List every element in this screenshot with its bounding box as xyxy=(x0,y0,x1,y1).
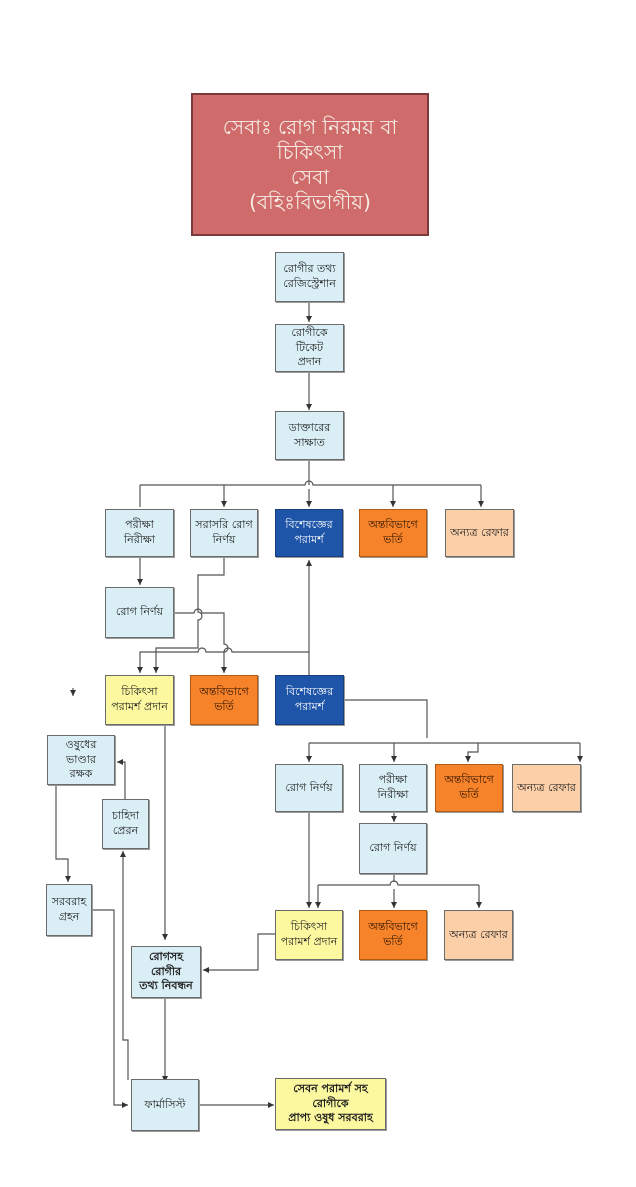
connector-diag1-admit2 xyxy=(172,608,229,673)
node-label: সেবন পরামর্শ সহ রোগীকে প্রাপ্য ওষুধ সরবর… xyxy=(288,1081,373,1125)
node-dispense-medicine[interactable]: সেবন পরামর্শ সহ রোগীকে প্রাপ্য ওষুধ সরবর… xyxy=(275,1078,386,1130)
node-label: ফার্মাসিস্ট xyxy=(144,1097,186,1111)
node-treatment-advice-1[interactable]: চিকিৎসা পরামর্শ প্রদান xyxy=(105,675,174,725)
node-label: ডাক্তারের সাক্ষাত xyxy=(288,420,331,449)
node-label: পরীক্ষা নিরীক্ষা xyxy=(377,773,409,801)
node-diagnosis-3[interactable]: রোগ নির্ণয় xyxy=(359,823,427,874)
node-treatment-advice-2[interactable]: চিকিৎসা পরামর্শ প্রদান xyxy=(275,910,343,960)
node-label: চিকিৎসা পরামর্শ প্রদান xyxy=(280,920,338,948)
node-label: অন্তবিভাগে ভর্তি xyxy=(368,920,418,948)
node-medicine-store-keeper[interactable]: ওষুধের ভাণ্ডার রক্ষক xyxy=(47,735,115,785)
node-label: রোগীকে টিকেট প্রদান xyxy=(291,325,328,369)
node-record-patient-info[interactable]: রোগসহ রোগীর তথ্য নিবন্ধন xyxy=(131,946,201,998)
node-label: ওষুধের ভাণ্ডার রক্ষক xyxy=(65,737,97,781)
node-pharmacist[interactable]: ফার্মাসিস্ট xyxy=(131,1079,199,1131)
node-referral-1[interactable]: অন্যত্র রেফার xyxy=(445,509,514,557)
connector-demand-store xyxy=(117,759,126,800)
node-diagnosis-1[interactable]: রোগ নির্ণয় xyxy=(105,587,174,638)
node-label: রোগ নির্ণয় xyxy=(369,841,417,855)
node-label: চিকিৎসা পরামর্শ প্রদান xyxy=(111,685,168,713)
node-admission-3[interactable]: অন্তবিভাগে ভর্তি xyxy=(435,764,503,812)
node-ticket[interactable]: রোগীকে টিকেট প্রদান xyxy=(275,324,344,372)
connector-specialist-loop xyxy=(137,647,310,677)
connector-pharmacist-demand xyxy=(120,851,129,1080)
node-admission-2[interactable]: অন্তবিভাগে ভর্তি xyxy=(190,675,258,725)
node-admission-4[interactable]: অন্তবিভাগে ভর্তি xyxy=(359,910,427,960)
node-label: সরবরাহ গ্রহন xyxy=(51,895,87,923)
node-label: রোগসহ রোগীর তথ্য নিবন্ধন xyxy=(139,949,193,993)
node-label: পরীক্ষা নিরীক্ষা xyxy=(123,518,155,546)
connector-store-supply xyxy=(55,785,71,882)
connector-to-admit3 xyxy=(465,743,479,762)
connector-specialist2-out xyxy=(344,699,428,738)
node-receive-supply[interactable]: সরবরাহ গ্রহন xyxy=(46,884,92,936)
node-admission-1[interactable]: অন্তবিভাগে ভর্তি xyxy=(359,509,427,557)
connector-supply-pharmacist xyxy=(92,909,128,1108)
node-doctor-visit[interactable]: ডাক্তারের সাক্ষাত xyxy=(275,411,344,460)
node-label: বিশেষজ্ঞের পরামর্শ xyxy=(285,518,333,546)
node-diagnosis-2[interactable]: রোগ নির্ণয় xyxy=(275,764,343,812)
node-registration[interactable]: রোগীর তথ্য রেজিস্ট্রেশান xyxy=(275,252,344,302)
node-label: বিশেষজ্ঞের পরামর্শ xyxy=(285,685,334,713)
node-label: রোগ নির্ণয় xyxy=(285,780,333,794)
node-referral-2[interactable]: অন্যত্র রেফার xyxy=(512,764,581,812)
node-label: অন্যত্র রেফার xyxy=(449,927,508,941)
connector-branch3-bar xyxy=(318,880,479,886)
node-label: অন্তবিভাগে ভর্তি xyxy=(444,773,494,801)
title-box: সেবাঃ রোগ নিরময় বা চিকিৎসা সেবা (বহিঃবি… xyxy=(191,93,429,236)
connector-treat2-record xyxy=(203,933,276,973)
node-label: সরাসরি রোগ নির্ণয় xyxy=(195,518,253,546)
node-send-demand[interactable]: চাহিদা প্রেরন xyxy=(102,799,149,849)
connector-branch-bar xyxy=(140,480,481,486)
node-label: রোগীর তথ্য রেজিস্ট্রেশান xyxy=(283,262,336,290)
title-text: সেবাঃ রোগ নিরময় বা চিকিৎসা সেবা (বহিঃবি… xyxy=(222,114,398,214)
node-label: রোগ নির্ণয় xyxy=(115,605,164,619)
node-referral-3[interactable]: অন্যত্র রেফার xyxy=(444,910,513,960)
node-direct-diagnosis[interactable]: সরাসরি রোগ নির্ণয় xyxy=(190,509,258,557)
node-label: অন্তবিভাগে ভর্তি xyxy=(199,685,249,713)
node-label: অন্তবিভাগে ভর্তি xyxy=(368,518,418,546)
node-label: অন্যত্র রেফার xyxy=(450,525,509,539)
node-specialist-1[interactable]: বিশেষজ্ঞের পরামর্শ xyxy=(275,509,343,557)
node-test-2[interactable]: পরীক্ষা নিরীক্ষা xyxy=(359,764,427,812)
node-label: অন্যত্র রেফার xyxy=(517,780,576,794)
node-label: চাহিদা প্রেরন xyxy=(111,809,140,837)
node-test-1[interactable]: পরীক্ষা নিরীক্ষা xyxy=(105,509,174,557)
node-specialist-2[interactable]: বিশেষজ্ঞের পরামর্শ xyxy=(275,675,344,725)
